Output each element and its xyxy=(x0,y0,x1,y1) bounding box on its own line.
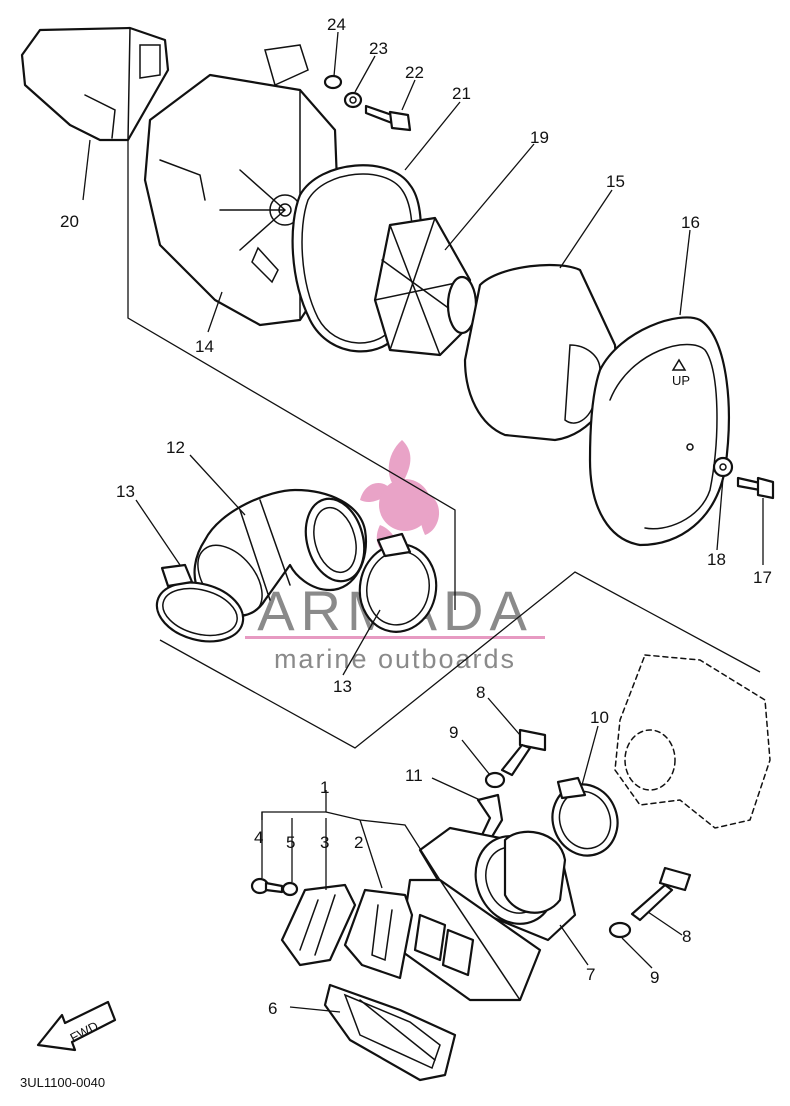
upper-group-outline xyxy=(127,130,456,610)
part-13-clamp-right xyxy=(358,532,438,633)
part-6-gasket xyxy=(323,983,457,1082)
part-10-clamp xyxy=(551,776,619,857)
watermark: ARMADA marine outboards xyxy=(245,440,545,674)
drawing-code: 3UL1100-0040 xyxy=(20,1075,105,1090)
callout-9-upper: 9 xyxy=(449,723,458,742)
callout-20: 20 xyxy=(60,212,79,231)
parts-4-5-screw-washer xyxy=(250,877,299,897)
part-8-bolt-lower xyxy=(630,866,692,922)
callout-16: 16 xyxy=(681,213,700,232)
part-7-manifold xyxy=(418,826,577,942)
callout-9-lower: 9 xyxy=(650,968,659,987)
part-8-bolt-upper xyxy=(500,728,547,777)
duct-group-outline xyxy=(159,571,761,749)
part-16-cover: UP xyxy=(588,316,730,547)
part-20-intake-duct xyxy=(20,26,170,142)
part-9-washer-upper xyxy=(484,771,506,789)
callout-14: 14 xyxy=(195,337,214,356)
engine-outline xyxy=(614,654,771,829)
parts-22-24-bolt-washers xyxy=(323,74,412,132)
callout-21: 21 xyxy=(452,84,471,103)
fwd-direction-arrow: FWD xyxy=(36,1000,117,1052)
callout-23: 23 xyxy=(369,39,388,58)
part-12-joint xyxy=(193,488,368,618)
part-9-washer-lower xyxy=(608,921,632,939)
callout-18: 18 xyxy=(707,550,726,569)
callout-22: 22 xyxy=(405,63,424,82)
cover-up-marking: UP xyxy=(672,373,690,388)
parts-17-18-screw-washer xyxy=(712,456,775,500)
callout-13-left: 13 xyxy=(116,482,135,501)
part-13-clamp-left xyxy=(155,563,245,643)
callout-11: 11 xyxy=(405,766,423,785)
part-14-air-case xyxy=(143,44,342,327)
callout-8-lower: 8 xyxy=(682,927,691,946)
callout-10: 10 xyxy=(590,708,609,727)
callout-3: 3 xyxy=(320,833,329,852)
callout-4: 4 xyxy=(254,828,263,847)
part-1-reed-valve xyxy=(398,878,542,1002)
part-2-reed xyxy=(343,888,414,980)
callout-5: 5 xyxy=(286,833,295,852)
part-3-stopper xyxy=(280,883,357,967)
watermark-tagline: marine outboards xyxy=(274,644,516,674)
callout-8-upper: 8 xyxy=(476,683,485,702)
part-19-filter-frame xyxy=(373,216,478,357)
callout-15: 15 xyxy=(606,172,625,191)
callout-12: 12 xyxy=(166,438,185,457)
callout-24: 24 xyxy=(327,15,346,34)
callout-7: 7 xyxy=(586,965,595,984)
watermark-underline xyxy=(245,636,545,639)
callout-labels: 1 2 3 4 5 6 7 8 8 9 9 10 11 12 13 13 14 … xyxy=(60,15,772,1018)
leader-lines xyxy=(82,31,764,1013)
callout-13-right: 13 xyxy=(333,677,352,696)
callout-2: 2 xyxy=(354,833,363,852)
callout-17: 17 xyxy=(753,568,772,587)
callout-6: 6 xyxy=(268,999,277,1018)
callout-19: 19 xyxy=(530,128,549,147)
callout-1: 1 xyxy=(320,778,329,797)
